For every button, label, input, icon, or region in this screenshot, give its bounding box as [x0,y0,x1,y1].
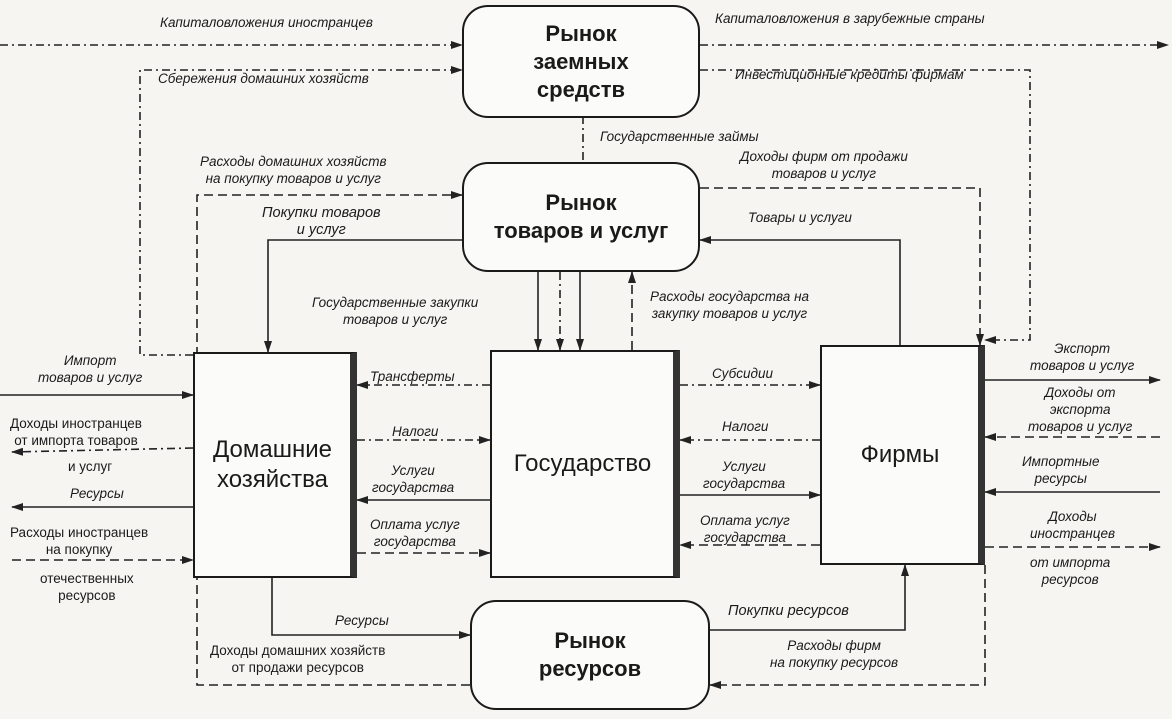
label-gov-spending: Расходы государства на закупку товаров и… [650,289,810,321]
label-foreign-income-res-2: от импорта ресурсов [1030,555,1111,587]
arrow-investment-credits [700,69,1031,344]
resource-market-node: Рынок ресурсов [470,600,710,710]
label-gov-purchases: Государственные закупки товаров и услуг [312,295,479,327]
arrow-resource-purchases [710,564,909,631]
label-hh-spending: Расходы домашних хозяйств на покупку тов… [200,154,387,186]
label-foreign-capital: Капиталовложения иностранцев [160,15,373,30]
label-resources-out: Ресурсы [70,486,124,501]
arrow-savings [139,66,463,356]
label-foreign-spending: Расходы иностранцев на покупку [10,525,149,557]
arrow-firm-resource-spending [709,565,986,689]
label-export-revenue: Доходы от экспорта товаров и услуг [1028,385,1133,434]
label-subsidies: Субсидии [712,366,773,381]
label-foreign-income-res: Доходы иностранцев [1030,509,1116,541]
government-node: Государство [490,350,680,578]
label-savings: Сбережения домашних хозяйств [158,71,369,86]
arrow-goods-purchases [264,239,462,353]
label-resources-hh: Ресурсы [335,613,389,628]
label-firm-revenue: Доходы фирм от продажи товаров и услуг [740,149,908,181]
label-import-resources: Импортные ресурсы [1022,454,1100,486]
label-goods-purchases: Покупки товаров и услуг [262,205,381,238]
label-taxes-firms: Налоги [722,419,769,434]
label-import-goods: Импорт товаров и услуг [38,353,143,385]
label-taxes-hh: Налоги [392,424,439,439]
arrow-resources-hh [271,578,471,639]
households-node: Домашние хозяйства [193,352,357,578]
firms-node: Фирмы [820,345,985,565]
label-hh-income-resources: Доходы домашних хозяйств от продажи ресу… [210,643,386,675]
label-foreign-income-import-2: и услуг [68,459,113,474]
label-gov-loans: Государственные займы [600,129,759,144]
label-resource-purchases: Покупки ресурсов [728,603,849,619]
label-payment-firms: Оплата услуг государства [700,513,790,545]
label-investment-credits: Инвестиционные кредиты фирмам [735,67,964,82]
label-gov-services-hh: Услуги государства [372,463,455,495]
label-payment-hh: Оплата услуг государства [370,517,460,549]
arrow-goods-services [699,236,901,345]
label-foreign-spending-2: отечественных ресурсов [40,571,134,603]
label-gov-services-firms: Услуги государства [703,459,786,491]
label-goods-services: Товары и услуги [748,210,852,225]
label-firm-resource-spending: Расходы фирм на покупку ресурсов [770,638,899,670]
label-capital-out: Капиталовложения в зарубежные страны [715,11,985,26]
arrow-firm-revenue [700,187,984,346]
arrow-foreign-income-import [11,447,194,456]
label-export: Экспорт товаров и услуг [1030,341,1135,373]
goods-market-node: Рынок товаров и услуг [462,162,700,272]
label-foreign-income-import: Доходы иностранцев от импорта товаров [10,416,142,448]
loan-market-node: Рынок заемных средств [462,5,700,118]
label-transfers: Трансферты [370,369,455,384]
